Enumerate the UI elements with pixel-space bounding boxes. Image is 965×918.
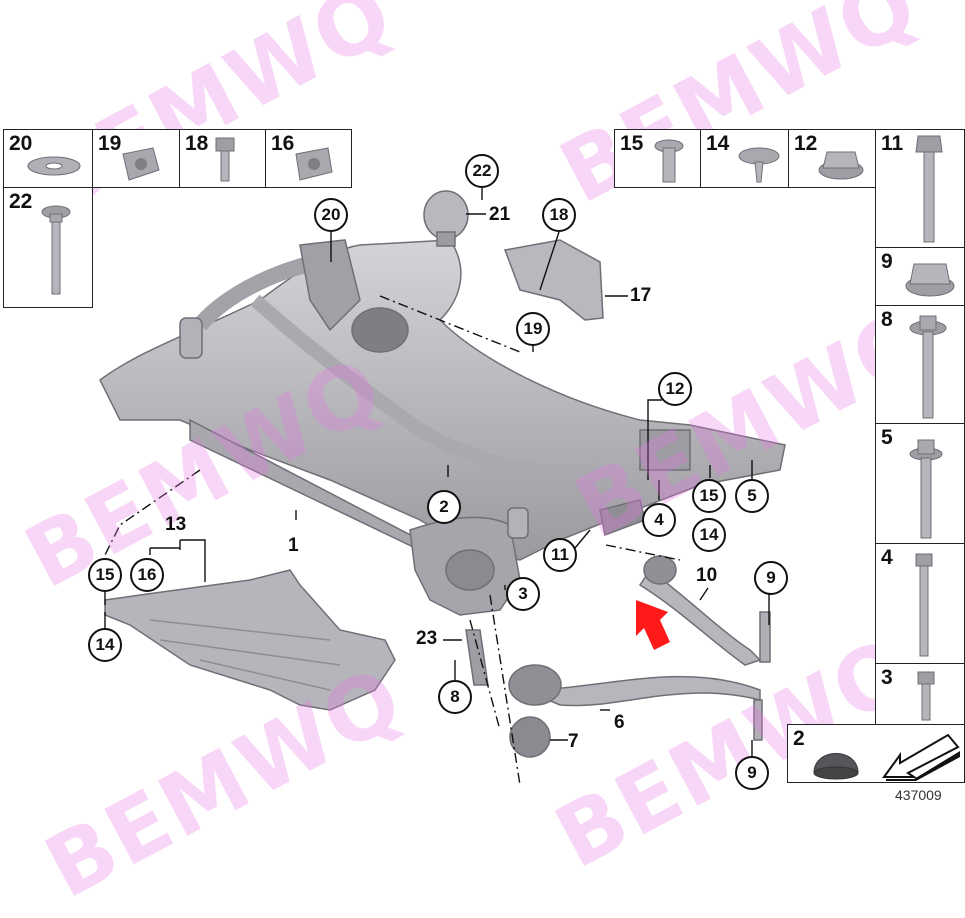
expansion-rivet-icon	[654, 139, 684, 183]
legend-number: 22	[9, 190, 33, 213]
callout-label: 17	[630, 285, 652, 306]
subframe-drawing	[99, 188, 786, 786]
legend-cell-5: 5	[875, 423, 965, 544]
legend-number: 19	[98, 132, 122, 155]
callout-circle: 14	[88, 628, 122, 662]
skid-plate	[104, 569, 396, 711]
control-arms	[465, 555, 771, 758]
legend-number: 11	[881, 132, 904, 155]
legend-cell-8: 8	[875, 305, 965, 424]
long-bolt-icon	[909, 315, 947, 419]
callout-circle: 16	[130, 558, 164, 592]
callout-label: 7	[568, 731, 579, 752]
legend-number: 20	[9, 132, 33, 155]
callout-label: 6	[614, 712, 625, 733]
legend-cell-4: 4	[875, 543, 965, 664]
front-subframe	[99, 239, 786, 616]
callout-label: 1	[288, 535, 299, 556]
clip-nut-icon	[295, 147, 333, 181]
short-bolt-icon	[917, 671, 935, 721]
legend-number: 15	[620, 132, 644, 155]
legend-number: 2	[793, 727, 805, 750]
long-bolt-icon	[915, 553, 933, 657]
hex-bolt-icon	[215, 137, 235, 182]
direction-arrow-icon	[882, 733, 960, 781]
engine-mount	[423, 190, 604, 321]
flange-nut-icon	[818, 151, 864, 180]
legend-cell-3: 3	[875, 663, 965, 725]
legend-cell-19: 19	[92, 129, 180, 188]
callout-circle: 4	[642, 503, 676, 537]
legend-cell-18: 18	[179, 129, 266, 188]
callout-label: 10	[696, 565, 718, 586]
callout-circle: 3	[506, 577, 540, 611]
legend-number: 12	[794, 132, 818, 155]
legend-cell-11: 11	[875, 129, 965, 248]
flange-nut-icon	[905, 263, 955, 297]
legend-cell-20: 20	[3, 129, 93, 188]
legend-number: 8	[881, 308, 893, 331]
legend-cell-12: 12	[788, 129, 876, 188]
diagram-id: 437009	[895, 787, 942, 803]
legend-number: 14	[706, 132, 730, 155]
legend-cell-2: 2	[787, 724, 965, 783]
callout-circle: 11	[543, 538, 577, 572]
clip-nut-icon	[122, 147, 160, 181]
legend-number: 3	[881, 666, 893, 689]
callout-circle: 9	[735, 756, 769, 790]
washer-icon	[27, 156, 81, 176]
legend-cell-14: 14	[700, 129, 789, 188]
legend-number: 9	[881, 250, 893, 273]
callout-label: 23	[416, 628, 438, 649]
callout-circle: 15	[692, 479, 726, 513]
legend-number: 4	[881, 546, 893, 569]
callout-circle: 14	[692, 518, 726, 552]
callout-circle: 9	[754, 561, 788, 595]
callout-circle: 19	[516, 312, 550, 346]
legend-cell-22: 22	[3, 187, 93, 308]
red-arrow-icon	[636, 600, 670, 650]
parts-diagram: BEMWQ BEMWQ BEMWQ BEMWQ BEMWQ BEMWQ 20 1…	[3, 0, 965, 918]
legend-cell-15: 15	[614, 129, 701, 188]
push-rivet-icon	[738, 147, 780, 183]
callout-circle: 22	[465, 154, 499, 188]
callout-circle: 18	[542, 198, 576, 232]
bump-stop-icon	[813, 753, 859, 780]
long-bolt-icon	[909, 439, 943, 539]
legend-cell-9: 9	[875, 247, 965, 306]
legend-cell-16: 16	[265, 129, 352, 188]
callout-label: 21	[489, 204, 511, 225]
leader-lines	[104, 188, 770, 786]
legend-number: 18	[185, 132, 209, 155]
legend-number: 16	[271, 132, 295, 155]
long-bolt-icon	[41, 205, 71, 295]
legend-number: 5	[881, 426, 893, 449]
callout-circle: 12	[658, 372, 692, 406]
callout-circle: 15	[88, 558, 122, 592]
callout-circle: 5	[735, 479, 769, 513]
callout-circle: 2	[427, 490, 461, 524]
long-bolt-icon	[915, 135, 943, 243]
callout-circle: 8	[438, 680, 472, 714]
callout-circle: 20	[314, 198, 348, 232]
callout-label: 13	[165, 514, 187, 535]
